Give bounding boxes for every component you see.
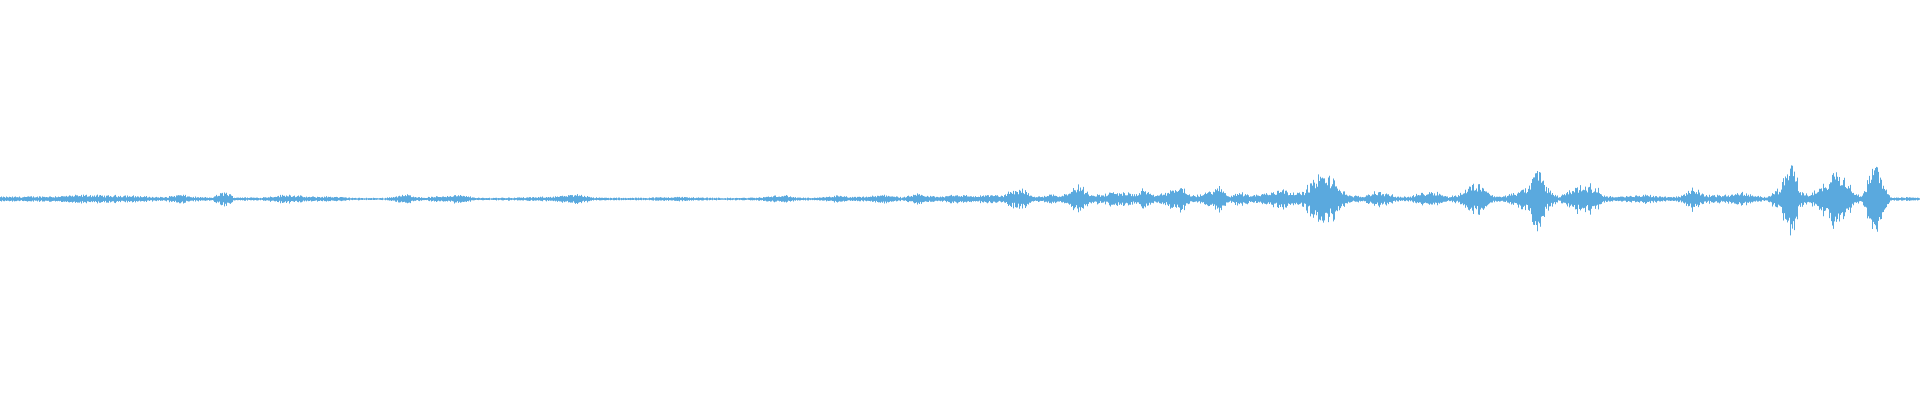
waveform-series (0, 165, 1920, 236)
waveform-amplitude (0, 165, 1920, 236)
